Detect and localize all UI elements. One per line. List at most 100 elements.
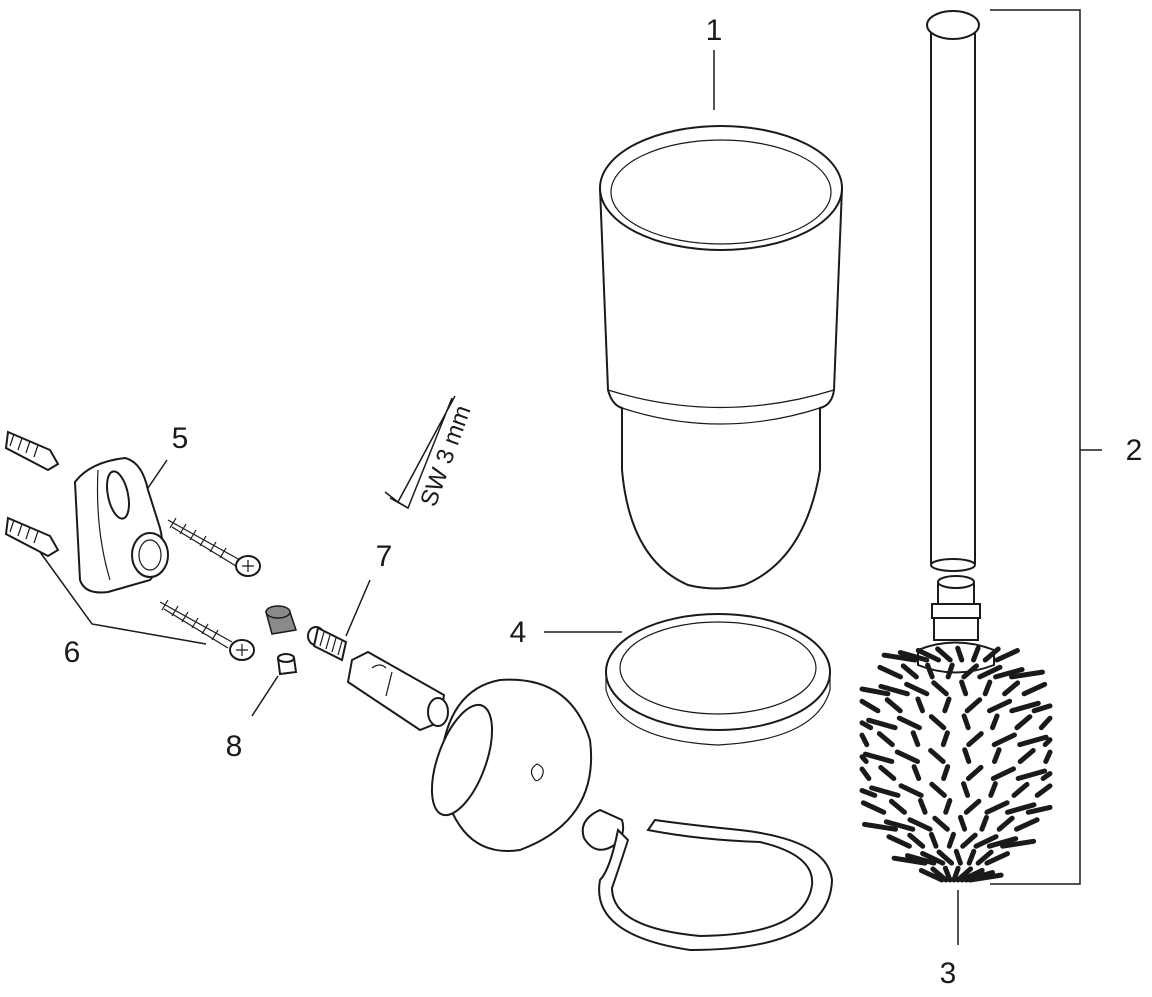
bristle — [1017, 748, 1036, 764]
bristle — [984, 800, 1010, 815]
small-insert — [265, 605, 297, 635]
bristle — [905, 853, 937, 866]
part-6-wall-plugs — [4, 430, 60, 558]
bristle — [862, 821, 898, 832]
bristle — [987, 698, 1013, 714]
bristle — [1038, 715, 1053, 731]
part-7-screw — [307, 626, 348, 662]
bristle — [942, 865, 953, 883]
bristle — [1040, 771, 1053, 781]
wire-loop — [581, 808, 834, 952]
part-5-wall-bracket — [73, 456, 169, 594]
bristle — [907, 832, 926, 849]
bristle — [940, 730, 950, 748]
bristle — [928, 714, 947, 731]
bristle — [984, 851, 1010, 866]
callout-2: 2 — [1126, 434, 1143, 467]
bristle — [888, 798, 907, 815]
bristle — [961, 781, 971, 798]
bristle — [910, 730, 921, 748]
callout-8: 8 — [226, 730, 243, 763]
bristle — [897, 650, 930, 663]
bristle — [986, 836, 1019, 849]
bristle — [1034, 783, 1053, 798]
bristle — [979, 814, 989, 832]
bristle — [918, 868, 945, 883]
bristle — [907, 817, 933, 832]
bristle — [955, 645, 965, 663]
bristle — [1014, 817, 1040, 832]
bristle — [928, 831, 939, 849]
bristle — [1005, 802, 1037, 815]
bristle — [866, 717, 898, 731]
brush-bristles — [859, 645, 1053, 883]
bristle — [886, 834, 912, 849]
bristle — [975, 849, 994, 866]
bristle — [951, 865, 961, 883]
bristle — [959, 679, 969, 697]
bristle — [958, 814, 968, 832]
bristle — [990, 713, 1000, 731]
bristle — [964, 697, 983, 714]
bristle — [1042, 737, 1053, 748]
bristle — [911, 764, 922, 781]
bristle — [915, 696, 925, 714]
callout-7: 7 — [376, 540, 393, 573]
bristle — [859, 732, 870, 748]
bristle — [992, 747, 1002, 764]
bristle — [876, 731, 895, 748]
bristle — [877, 664, 903, 680]
bristle — [918, 798, 928, 815]
bristle — [955, 866, 974, 883]
bristle — [953, 848, 963, 866]
part-3-brush-head — [859, 575, 1053, 883]
callout-4: 4 — [510, 616, 527, 649]
bristle — [973, 834, 999, 849]
callout-5: 5 — [172, 422, 189, 455]
callout-3: 3 — [940, 957, 957, 990]
bristle — [896, 715, 922, 731]
bristle — [942, 696, 952, 714]
bristle — [904, 681, 930, 697]
bristle — [943, 798, 953, 815]
bristle — [982, 679, 993, 697]
bristle — [894, 749, 920, 764]
bristle — [932, 815, 950, 832]
bristle — [945, 662, 955, 680]
bristle — [862, 751, 895, 764]
bristle — [1021, 681, 1048, 697]
bristle — [993, 667, 1025, 680]
callout-6: 6 — [64, 636, 81, 669]
bristle — [891, 855, 928, 866]
bristle — [860, 800, 887, 815]
bristle — [1017, 734, 1049, 748]
bristle — [884, 697, 903, 714]
part-4-ring — [605, 613, 831, 746]
part-2-brush-handle — [926, 10, 980, 572]
bristle — [928, 748, 946, 764]
part-6-screws — [159, 517, 261, 661]
bristle — [935, 646, 953, 663]
bristle — [962, 747, 972, 764]
bristle — [936, 849, 955, 866]
bristle — [1025, 804, 1053, 815]
bristle — [1009, 700, 1041, 714]
bristle — [859, 788, 878, 798]
bristle — [881, 652, 918, 663]
bristle — [859, 686, 891, 697]
part-8-plug — [276, 653, 298, 676]
bristle — [988, 781, 998, 798]
bristle — [1002, 680, 1021, 697]
bristle — [965, 764, 984, 781]
bristle — [961, 663, 979, 680]
bristle — [898, 783, 924, 798]
hex-key: SW 3 mm — [384, 395, 477, 510]
holder-disc — [430, 678, 593, 852]
bristle — [878, 683, 910, 697]
bristle — [991, 732, 1017, 748]
bristle — [929, 781, 947, 798]
bristle — [994, 648, 1020, 663]
bristle — [859, 720, 874, 731]
